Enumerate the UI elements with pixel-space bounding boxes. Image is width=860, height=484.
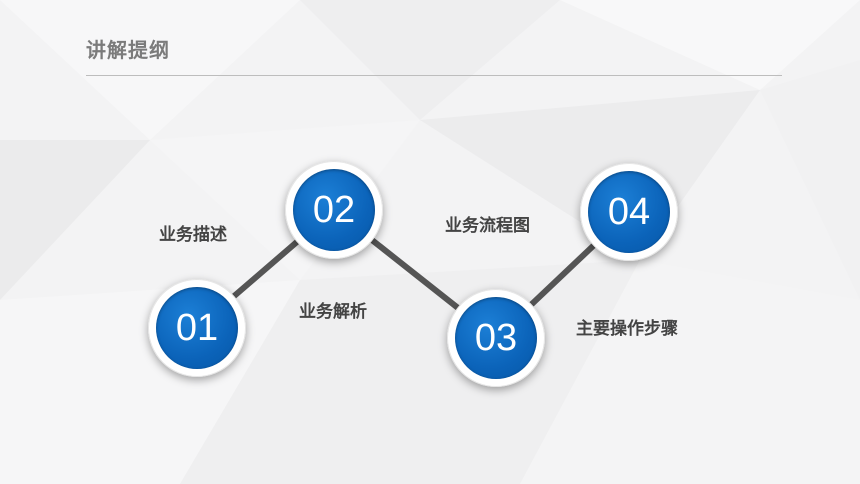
- step-4-label: 主要操作步骤: [576, 319, 678, 339]
- step-1-circle[interactable]: 01: [148, 279, 246, 377]
- step-3-circle[interactable]: 03: [447, 289, 545, 387]
- step-1-label: 业务描述: [159, 225, 227, 245]
- page-title: 讲解提纲: [86, 38, 170, 62]
- step-1-number: 01: [156, 287, 238, 369]
- step-3-label: 业务流程图: [445, 216, 530, 236]
- step-3-number: 03: [455, 297, 537, 379]
- step-2-number: 02: [293, 169, 375, 251]
- step-4-number: 04: [588, 171, 670, 253]
- title-divider: [86, 75, 782, 76]
- step-4-circle[interactable]: 04: [580, 163, 678, 261]
- step-2-circle[interactable]: 02: [285, 161, 383, 259]
- step-2-label: 业务解析: [299, 302, 367, 322]
